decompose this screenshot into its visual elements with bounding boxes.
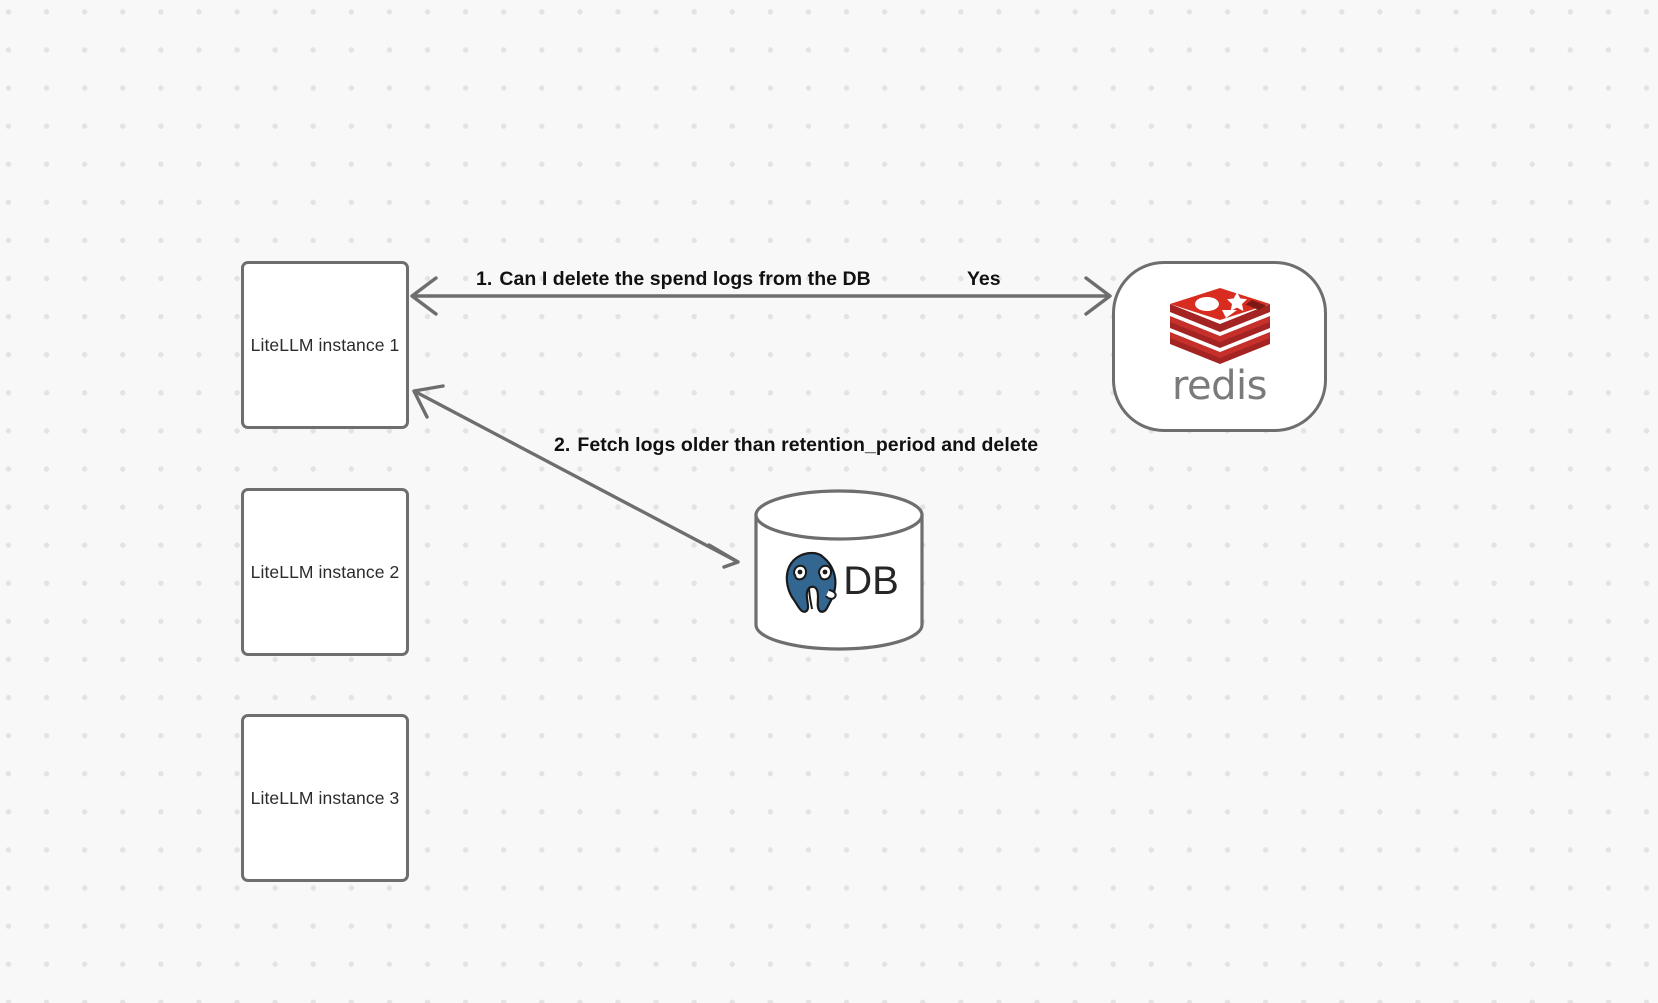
edge-label-step-1-text: Can I delete the spend logs from the DB: [499, 268, 871, 290]
node-litellm-instance-1[interactable]: LiteLLM instance 1: [241, 261, 409, 429]
node-label: LiteLLM instance 3: [250, 787, 400, 808]
node-label: LiteLLM instance 1: [250, 334, 400, 355]
redis-wordmark: redis: [1171, 362, 1268, 409]
node-litellm-instance-3[interactable]: LiteLLM instance 3: [241, 714, 409, 882]
edge-litellm1-to-db: [412, 384, 740, 569]
edge-label-reply-yes: Yes: [967, 268, 1001, 290]
edge-label-step-2-text: Fetch logs older than retention_period a…: [577, 434, 1039, 456]
db-content: DB: [753, 541, 925, 621]
node-label: LiteLLM instance 2: [250, 561, 400, 582]
node-redis[interactable]: redis: [1112, 261, 1327, 432]
node-database[interactable]: DB: [753, 489, 925, 651]
edge-redis-to-litellm1: [410, 276, 1112, 316]
cylinder-shape: [754, 489, 924, 651]
redis-logo-wrap: redis: [1165, 286, 1275, 406]
edge-label-step-2-number: 2.: [554, 434, 571, 456]
db-label: DB: [843, 559, 899, 603]
postgresql-elephant-icon: [785, 549, 839, 613]
node-litellm-instance-2[interactable]: LiteLLM instance 2: [241, 488, 409, 656]
edge-label-step-2: 2. Fetch logs older than retention_period…: [554, 434, 1038, 457]
edge-label-step-1-number: 1.: [476, 268, 493, 290]
redis-logo-icon: [1169, 287, 1270, 364]
edge-label-step-1: 1. Can I delete the spend logs from the D…: [476, 268, 871, 291]
